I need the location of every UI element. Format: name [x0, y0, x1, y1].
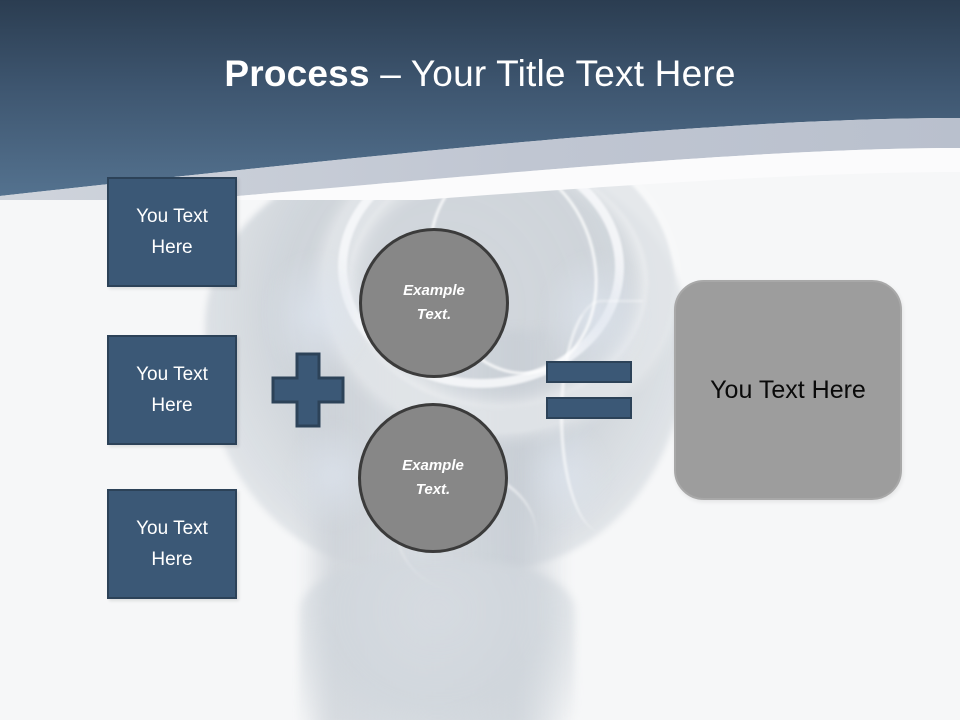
page-title-regular: – Your Title Text Here [369, 53, 736, 94]
plus-icon [271, 352, 345, 428]
example-circle-2-text: Example Text. [402, 454, 464, 502]
input-box-1[interactable]: You Text Here [107, 177, 237, 287]
input-box-2-line2: Here [151, 395, 193, 416]
page-title: Process – Your Title Text Here [0, 52, 960, 96]
result-box-label: You Text Here [710, 376, 866, 404]
input-box-1-line1: You Text [136, 206, 208, 227]
example-circle-2-line1: Example [402, 457, 464, 474]
page-title-bold: Process [224, 53, 370, 94]
input-box-2-text: You Text Here [128, 359, 216, 421]
example-circle-1-line2: Text. [416, 306, 452, 323]
example-circle-2[interactable]: Example Text. [358, 403, 508, 553]
input-box-3-line1: You Text [136, 518, 208, 539]
example-circle-1[interactable]: Example Text. [359, 228, 509, 378]
input-box-2-line1: You Text [136, 364, 208, 385]
input-box-3-text: You Text Here [128, 513, 216, 575]
equals-bar-top [546, 361, 632, 383]
input-box-1-text: You Text Here [128, 201, 216, 263]
example-circle-1-line1: Example [403, 282, 465, 299]
input-box-3-line2: Here [151, 549, 193, 570]
result-box[interactable]: You Text Here [674, 280, 902, 500]
watermark-object-base [300, 560, 575, 720]
equals-icon [546, 361, 632, 419]
input-box-1-line2: Here [151, 237, 193, 258]
example-circle-1-text: Example Text. [403, 279, 465, 327]
example-circle-2-line2: Text. [415, 481, 451, 498]
input-box-3[interactable]: You Text Here [107, 489, 237, 599]
input-box-2[interactable]: You Text Here [107, 335, 237, 445]
equals-bar-bottom [546, 397, 632, 419]
